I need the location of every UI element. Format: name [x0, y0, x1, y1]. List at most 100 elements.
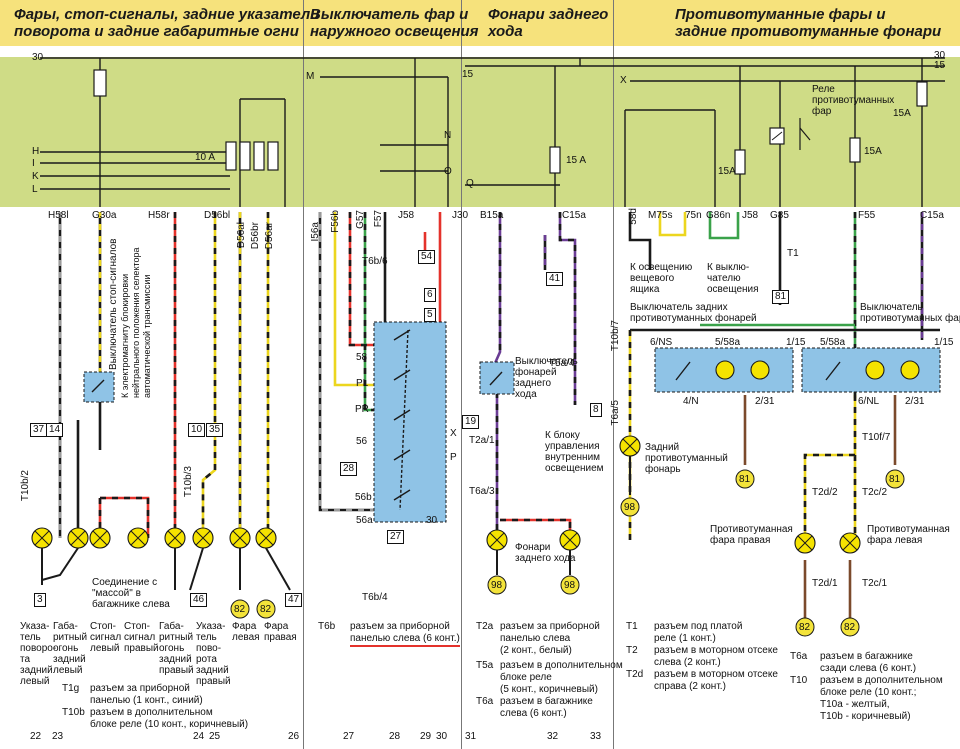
bus-15-right-label: 15	[934, 60, 946, 71]
legend-code: T6b	[318, 621, 336, 632]
section-divider	[613, 0, 614, 749]
legend-code: T10	[790, 675, 808, 686]
fuse-15a-r3-label: 15A	[893, 108, 911, 119]
legend-code: T10b	[62, 707, 85, 718]
header-band	[0, 0, 960, 46]
switch-terminal: 58	[356, 352, 368, 363]
legend-code: T6a	[476, 696, 494, 707]
grid-number: 32	[547, 731, 559, 742]
pin-label: M75s	[648, 210, 673, 221]
annotation-reverse-switch: Выключатель фонарей заднего хода	[515, 356, 578, 400]
ref-box: 14	[46, 423, 64, 437]
connector-label: T1	[787, 248, 799, 259]
fuse-10a-label: 10 A	[195, 152, 216, 163]
pin-label: 75n	[685, 210, 702, 221]
annotation-auto-trans: К электромагниту блокировки нейтрального…	[120, 247, 152, 398]
annotation-rear-lamps: Фонари заднего хода	[515, 542, 576, 564]
legend-code: T5a	[476, 660, 494, 671]
ref-box: 46	[190, 593, 208, 607]
ref-box: 28	[340, 462, 358, 476]
pin-label: G30a	[92, 210, 117, 221]
bus-l-label: L	[32, 184, 38, 195]
legend-code: T1	[626, 621, 638, 632]
legend-code: T1g	[62, 683, 80, 694]
annotation-fog-switch: Выключатель противотуманных фар	[860, 302, 960, 324]
ref-box: 3	[34, 593, 46, 607]
bus-h-label: H	[32, 146, 40, 157]
ground-number: 82	[799, 622, 811, 633]
pin-label: H58l	[48, 210, 69, 221]
connector-label: T10f/7	[862, 432, 891, 443]
annotation-ground-left: Соединение с "массой" в багажнике слева	[92, 577, 170, 610]
switch-terminal: 56b	[355, 492, 372, 503]
pin-label: J30	[452, 210, 469, 221]
pin-label: F55	[858, 210, 876, 221]
ref-box: 81	[772, 290, 790, 304]
switch-terminal: X	[450, 428, 457, 439]
ground-number: 82	[844, 622, 856, 633]
ground-number: 98	[491, 580, 503, 591]
legend-code: T2d	[626, 669, 644, 680]
connector-label: T2d/2	[812, 487, 838, 498]
grid-number: 29	[420, 731, 432, 742]
annotation-interior-unit: К блоку управления внутренним освещением	[545, 430, 604, 474]
bus-m-label: M	[306, 71, 315, 82]
bus-15-mid-label: 15	[462, 69, 474, 80]
switch-terminal: P	[450, 452, 457, 463]
component-name: Фара правая	[264, 621, 297, 643]
legend-text: разъем за приборной панелью слева (6 кон…	[350, 621, 460, 647]
ground-number: 98	[624, 502, 636, 513]
pin-label: C15a	[920, 210, 944, 221]
ref-box: 27	[387, 530, 405, 544]
connector-label: T2c/1	[862, 578, 888, 589]
connector-label: T5a/4	[549, 358, 575, 369]
legend-text: разъем в дополнительном блоке реле (10 к…	[90, 707, 249, 730]
ground-number: 82	[260, 604, 272, 615]
bus-30-left-label: 30	[32, 52, 44, 63]
legend-code: T2	[626, 645, 638, 656]
ref-box: 10	[188, 423, 206, 437]
annotation-brake-switch: Выключатель стоп-сигналов	[108, 238, 119, 370]
switch-terminal: 56a	[356, 515, 373, 526]
pin-label: G85	[770, 210, 789, 221]
connector-label: T6a/3	[469, 486, 495, 497]
pin-label: D56bl	[204, 210, 231, 221]
pin-label: F56b	[330, 210, 341, 233]
grid-number: 28	[389, 731, 401, 742]
ref-box: 6	[424, 288, 436, 302]
ref-box: 35	[206, 423, 224, 437]
pin-label: G57	[355, 210, 366, 229]
legend-text: разъем в дополнительном блоке реле (10 к…	[820, 675, 943, 722]
grid-number: 24	[193, 731, 205, 742]
component-name: Указа- тель пово- рота задний правый	[196, 621, 231, 687]
grid-number: 26	[288, 731, 300, 742]
section-title-reverse: Фонари заднего хода	[488, 6, 609, 40]
bus-30-right-label: 30	[934, 50, 946, 61]
pin-label: B15a	[480, 210, 504, 221]
connector-label: T6b/4	[362, 592, 388, 603]
component-name: Фара левая	[232, 621, 260, 643]
section-title-lights: Фары, стоп-сигналы, задние указатели пов…	[14, 6, 320, 40]
component-name: Габа- ритный огонь задний левый	[53, 621, 88, 676]
switch-terminal: 5/58a	[715, 337, 741, 348]
annotation-rear-fog-lamp: Задний противотуманный фонарь	[645, 442, 728, 475]
switch-terminal: 2/31	[755, 396, 775, 407]
legend-text: разъем за приборной панелью слева (2 кон…	[500, 621, 600, 656]
pin-label: D56br	[250, 222, 261, 250]
switch-terminal: 1/15	[786, 337, 806, 348]
bus-k-label: K	[32, 171, 39, 182]
ref-box: 37	[30, 423, 48, 437]
ground-number: 81	[739, 474, 751, 485]
section-divider	[461, 0, 462, 749]
pin-label: C15a	[562, 210, 586, 221]
connector-label: T10b/7	[610, 320, 621, 352]
component-name: Габа- ритный огонь задний правый	[159, 621, 194, 676]
grid-number: 23	[52, 731, 64, 742]
fuse-15a-r1-label: 15A	[718, 166, 736, 177]
pin-label: 58d	[628, 208, 639, 225]
legend-text: разъем в моторном отсеке справа (2 конт.…	[654, 669, 778, 692]
ground-number: 81	[889, 474, 901, 485]
legend-text: разъем под платой реле (1 конт.)	[654, 621, 743, 644]
